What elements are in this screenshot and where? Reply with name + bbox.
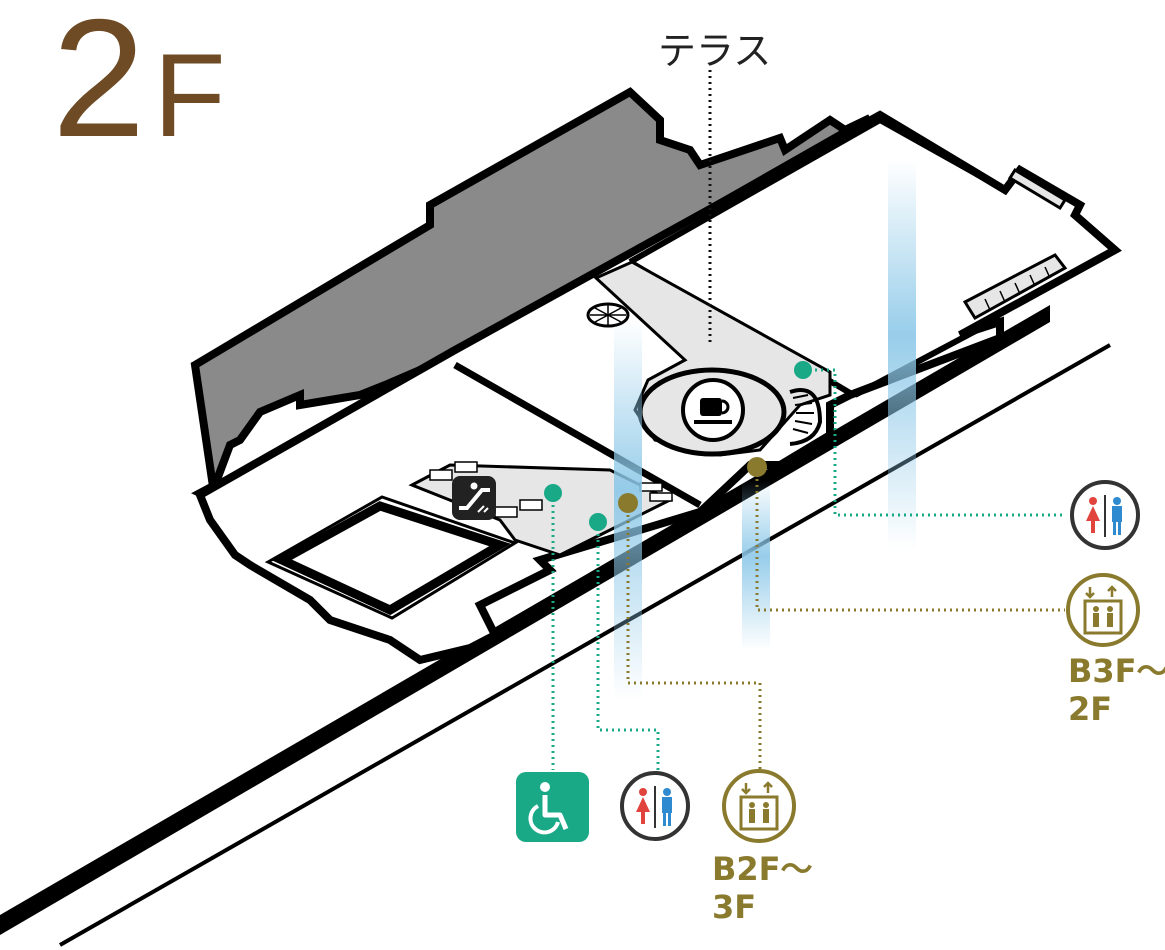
escalator-cells (429, 461, 543, 518)
light-beam (888, 160, 916, 550)
wheelchair-icon[interactable] (516, 772, 589, 842)
elevator-south-range-from: B2F～ (712, 850, 813, 888)
inner-wall (853, 315, 1002, 398)
escalator-icon (452, 476, 496, 520)
restroom-south-marker (589, 513, 607, 531)
elevator-icon[interactable] (1066, 573, 1140, 647)
floor-number: 2 (52, 0, 146, 172)
elevator-east-range: B3F～ 2F (1068, 652, 1165, 728)
spiral-stair-treads (792, 394, 814, 434)
cafe-icon (681, 378, 745, 442)
floor-unit: F (153, 30, 226, 162)
inner-wall (878, 117, 1007, 193)
stair-east-lower (962, 253, 1068, 321)
green-connectors (551, 368, 1065, 770)
gold-connectors (626, 467, 1065, 770)
restroom-icon[interactable] (620, 771, 690, 841)
elevator-east-range-from: B3F～ (1068, 652, 1165, 690)
spiral-stair (789, 388, 823, 446)
elevator-east-range-to: 2F (1068, 690, 1113, 728)
wheelchair-marker (544, 484, 562, 502)
restroom-icon[interactable] (1070, 480, 1140, 550)
inner-room-border (264, 495, 519, 620)
inner-room (272, 501, 511, 616)
stair-treads (984, 266, 1051, 311)
stair-east-upper (1007, 167, 1068, 211)
inner-wall (628, 117, 882, 265)
elevator-south-marker (618, 493, 638, 513)
inner-wall (453, 361, 702, 509)
street-road-thin (59, 343, 1111, 947)
floor-title: 2F (52, 0, 226, 162)
terrace-label: テラス (658, 29, 772, 73)
restroom-east-marker (794, 361, 812, 379)
elevator-icon[interactable] (722, 769, 796, 843)
elevator-south-range-to: 3F (712, 888, 757, 926)
elevator-east-marker (747, 457, 767, 477)
elevator-south-range: B2F～ 3F (712, 850, 813, 926)
